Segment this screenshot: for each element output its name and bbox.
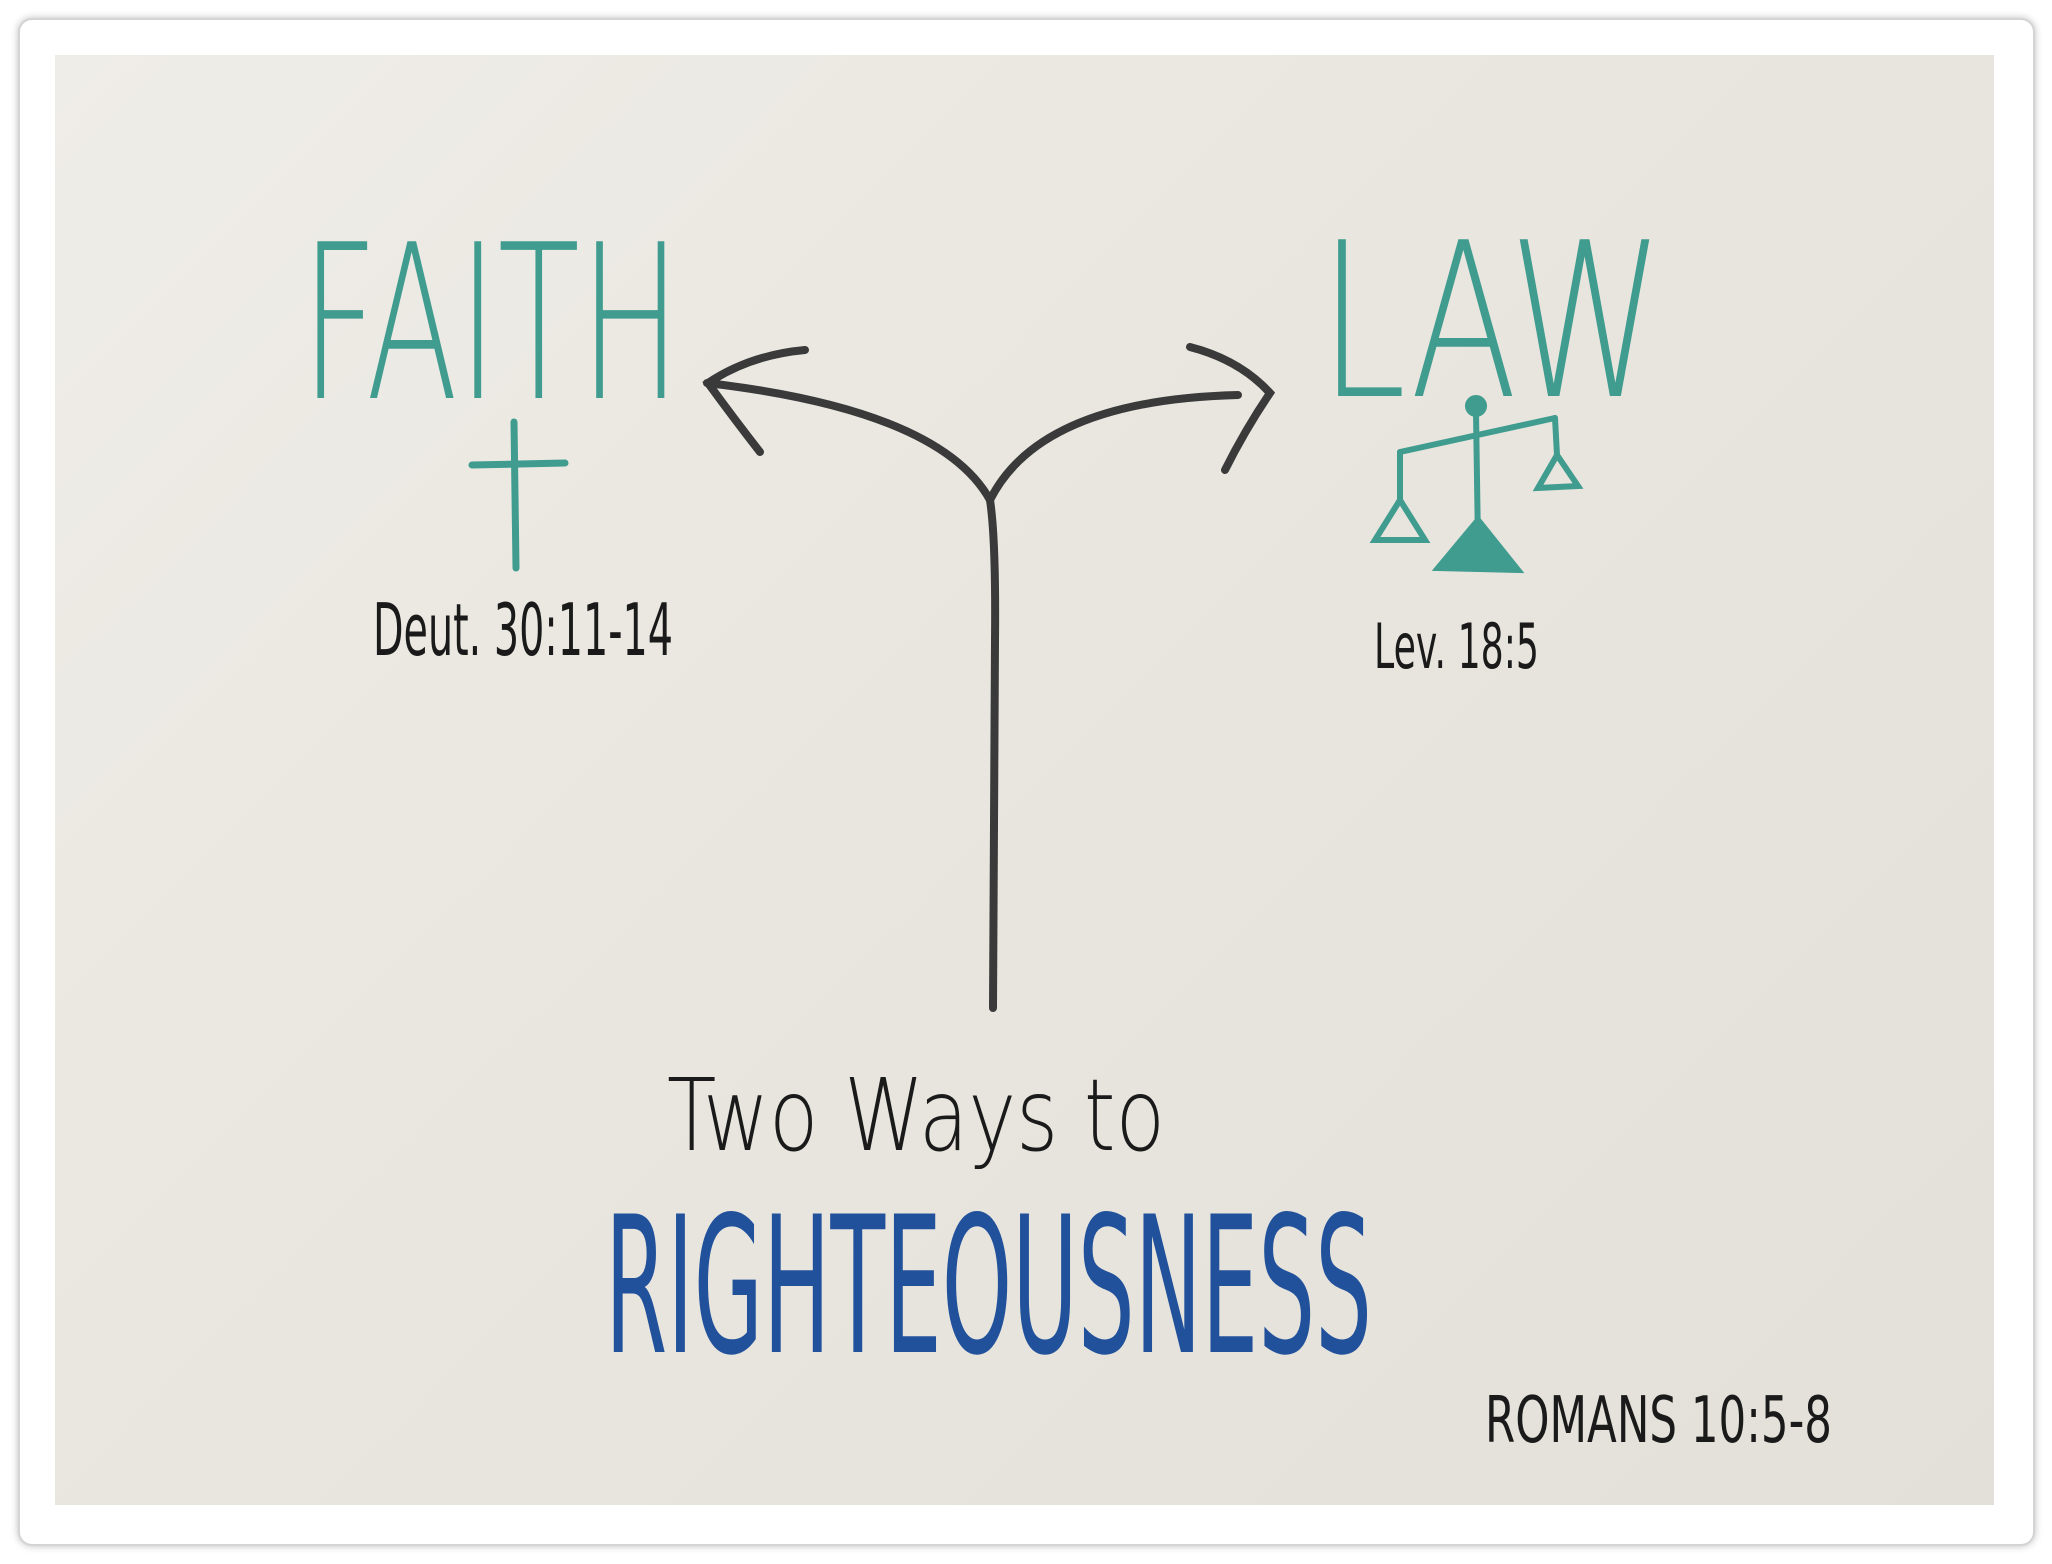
- scales-icon: [1369, 395, 1584, 574]
- subtitle: Two Ways to: [667, 1057, 1165, 1174]
- faith-heading: FAITH: [301, 198, 681, 449]
- source-reference: ROMANS 10:5-8: [1485, 1384, 1832, 1458]
- left-arrowhead-icon: [702, 346, 809, 456]
- faith-reference: Deut. 30:11-14: [373, 588, 673, 672]
- law-heading: LAW: [1319, 196, 1664, 447]
- forked-arrow: [702, 343, 1276, 1012]
- law-reference: Lev. 18:5: [1374, 610, 1539, 683]
- title: RIGHTEOUSNESS: [605, 1176, 1372, 1397]
- right-arrowhead-icon: [1186, 343, 1276, 474]
- whiteboard: [55, 55, 1994, 1505]
- cross-icon: [468, 418, 569, 572]
